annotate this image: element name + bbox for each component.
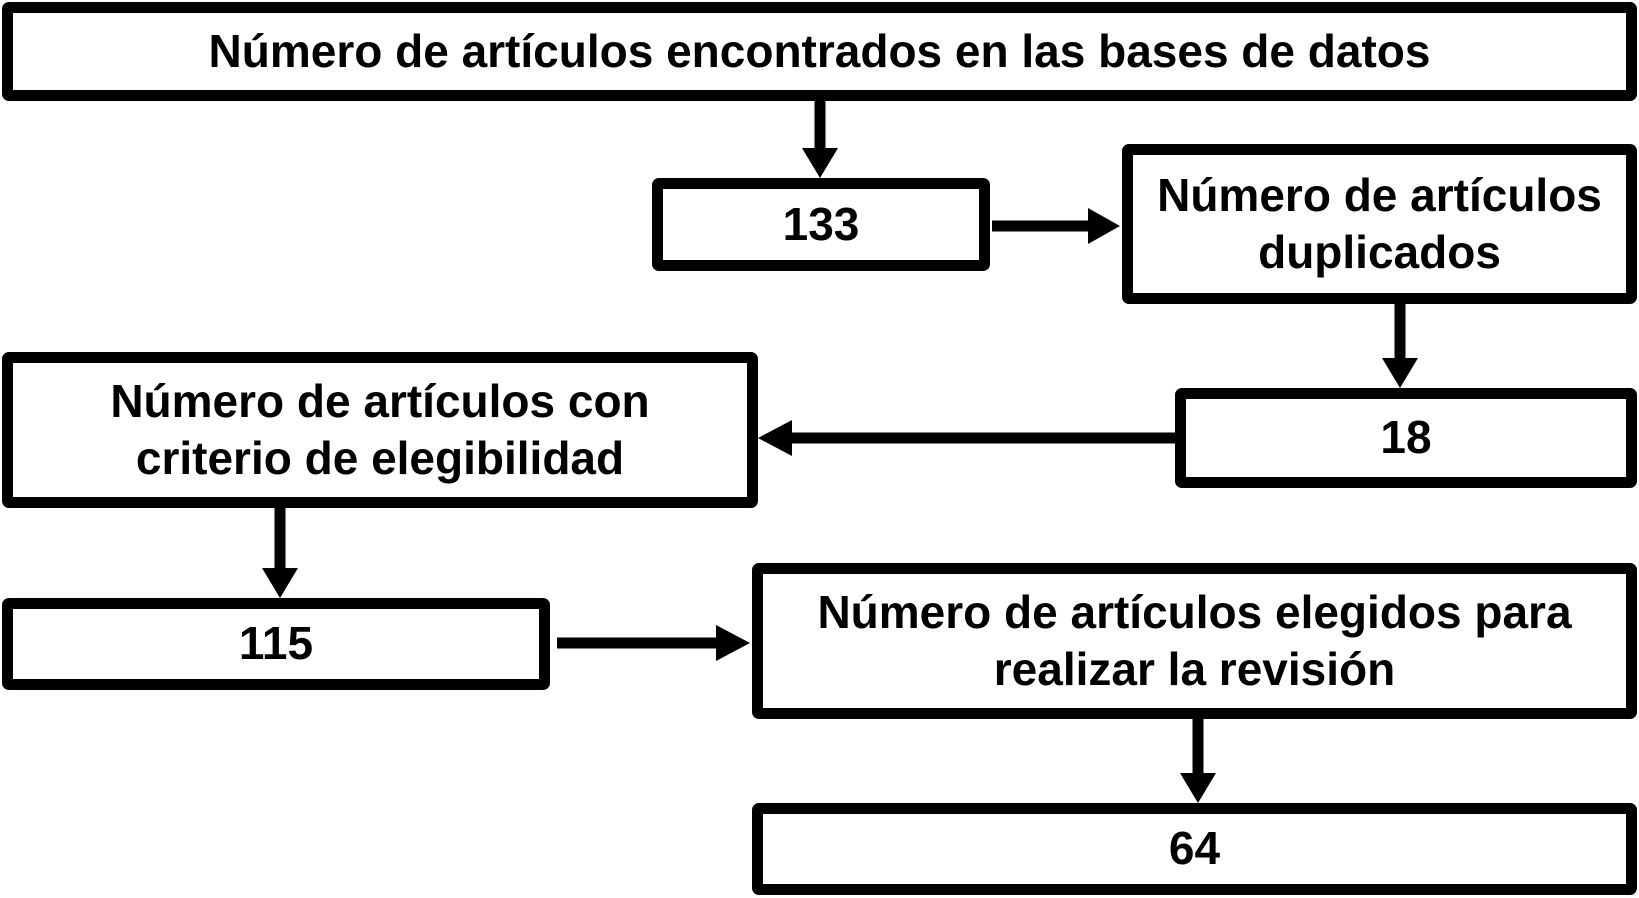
node-articles-found-label: Número de artículos encontrados en las b… [208, 24, 1431, 77]
arrow-count-to-selected [557, 625, 750, 661]
node-eligibility-articles-count: 115 [2, 598, 550, 690]
node-articles-found-count: 133 [652, 178, 990, 271]
node-selected-articles-label-line2: realizar la revisión [993, 643, 1396, 695]
arrow-count-to-duplicates [992, 208, 1120, 244]
node-eligibility-articles-count-value: 115 [238, 617, 314, 670]
arrow-count-to-eligibility [758, 420, 1175, 456]
arrow-eligibility-to-count [262, 508, 298, 598]
node-selected-articles-label-line1: Número de artículos elegidos para [817, 585, 1572, 638]
node-eligibility-articles-label-line1: Número de artículos con [110, 374, 650, 427]
node-duplicate-articles-count-value: 18 [1380, 411, 1432, 464]
node-eligibility-articles: Número de artículos con criterio de eleg… [2, 352, 758, 508]
arrow-found-to-count [802, 100, 838, 178]
node-duplicate-articles-label-line2: duplicados [1258, 226, 1501, 278]
node-selected-articles-count-value: 64 [1168, 822, 1221, 875]
node-selected-articles: Número de artículos elegidos para realiz… [752, 563, 1637, 719]
node-articles-found: Número de artículos encontrados en las b… [2, 2, 1637, 101]
node-eligibility-articles-label-line2: criterio de elegibilidad [135, 432, 625, 484]
node-duplicate-articles: Número de artículos duplicados [1122, 144, 1637, 304]
node-duplicate-articles-label-line1: Número de artículos [1157, 168, 1602, 221]
arrow-duplicates-to-count [1382, 303, 1418, 388]
node-selected-articles-count: 64 [752, 803, 1637, 895]
node-articles-found-count-value: 133 [782, 197, 860, 250]
arrow-selected-to-count [1180, 718, 1216, 803]
node-duplicate-articles-count: 18 [1175, 388, 1637, 488]
